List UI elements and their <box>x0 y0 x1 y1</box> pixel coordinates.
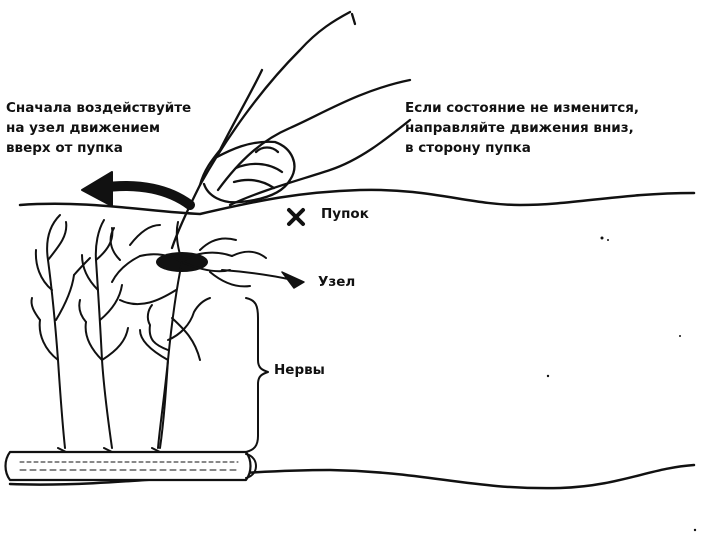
navel-label: Пупок <box>321 204 369 224</box>
bracket-icon <box>246 298 268 478</box>
instruction-first-line: на узел движением <box>6 118 191 138</box>
instruction-then-line: в сторону пупка <box>405 138 639 158</box>
cross-marker-icon <box>289 210 303 224</box>
instruction-first-line: вверх от пупка <box>6 138 191 158</box>
left-arrow-icon <box>82 172 190 206</box>
instruction-then-line: направляйте движения вниз, <box>405 118 639 138</box>
instruction-then-line: Если состояние не изменится, <box>405 98 639 118</box>
nerve-base <box>6 448 251 480</box>
instruction-first-label: Сначала воздействуйте на узел движением … <box>6 98 191 158</box>
instruction-first-line: Сначала воздействуйте <box>6 98 191 118</box>
nerve-network <box>31 215 266 448</box>
knot-label: Узел <box>318 272 355 292</box>
nerves-label: Нервы <box>274 360 325 380</box>
instruction-then-label: Если состояние не изменится, направляйте… <box>405 98 639 158</box>
